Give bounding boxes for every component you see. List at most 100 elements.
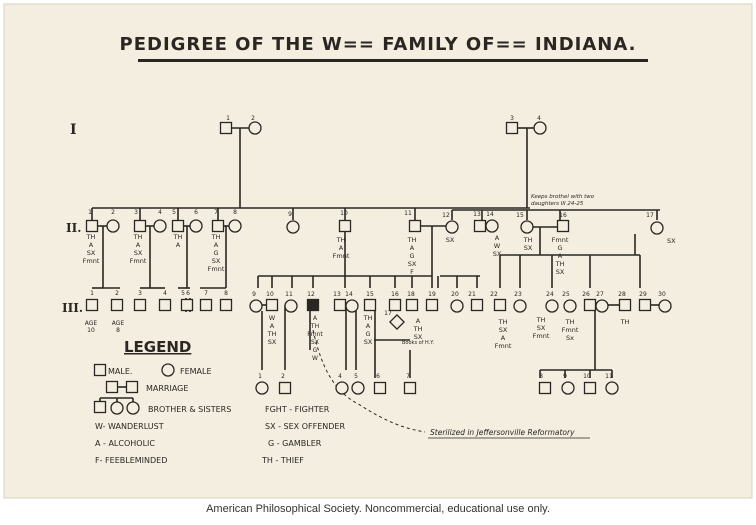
female-symbol	[106, 219, 120, 233]
person-number: 13	[473, 211, 481, 218]
chart-title: PEDIGREE OF THE W== FAMILY OF== INDIANA.	[119, 34, 637, 55]
male-symbol	[110, 298, 124, 312]
legend-code: FGHT - FIGHTER	[265, 405, 330, 414]
trait-label: Fmnt	[307, 331, 323, 338]
male-symbol	[373, 381, 387, 395]
trait-label: Fmnt	[130, 257, 147, 265]
male-symbol	[199, 298, 213, 312]
person-number: 13	[333, 291, 341, 298]
person-number: 30	[658, 291, 666, 298]
trait-label: A	[89, 241, 94, 249]
person-number: 4	[163, 290, 167, 297]
female-symbol	[513, 299, 527, 313]
person-number: 7	[214, 209, 218, 216]
trait-label: Fmnt	[533, 332, 550, 340]
trait-label: G	[313, 347, 318, 354]
trait-label: TH	[407, 236, 417, 244]
annotation: daughters III 24-25	[531, 201, 584, 207]
person-number: 12	[442, 212, 450, 219]
person-number: 3	[138, 290, 142, 297]
person-number: 24	[546, 291, 554, 298]
annotation: Sterilized in Jeffersonville Reformatory	[430, 428, 575, 437]
person-number: 6	[194, 209, 198, 216]
trait-label: F	[410, 268, 414, 276]
trait-label: TH	[86, 233, 96, 241]
male-symbol	[408, 219, 422, 233]
male-symbol	[403, 381, 417, 395]
generation-label: III.	[62, 301, 83, 315]
female-symbol	[650, 221, 664, 235]
female-symbol	[658, 299, 672, 313]
female-symbol	[595, 299, 609, 313]
legend-item: MALE.	[108, 367, 132, 376]
female-symbol	[485, 219, 499, 233]
female-symbol	[110, 401, 124, 415]
person-number: 23	[514, 291, 522, 298]
person-number: 2	[111, 209, 115, 216]
male-symbol	[473, 219, 487, 233]
male-symbol	[638, 298, 652, 312]
female-symbol	[286, 220, 300, 234]
person-number: 14	[486, 211, 494, 218]
male-symbol	[556, 219, 570, 233]
trait-label: Fmnt	[495, 342, 512, 350]
person-number: 12	[307, 291, 315, 298]
person-number: 14	[345, 291, 353, 298]
credit-line: American Philosophical Society. Noncomme…	[206, 503, 550, 515]
trait-label: SX	[537, 324, 546, 332]
male-symbol	[425, 298, 439, 312]
person-number: 3	[510, 115, 514, 122]
female-symbol	[161, 363, 175, 377]
trait-label: TH	[565, 318, 575, 326]
person-number: 17	[646, 212, 654, 219]
trait-label: A	[416, 317, 421, 325]
female-symbol	[126, 401, 140, 415]
trait-label: TH	[363, 314, 373, 322]
person-number: 19	[428, 291, 436, 298]
trait-label: TH	[536, 316, 546, 324]
person-number: 29	[639, 291, 647, 298]
trait-label: TH	[620, 318, 630, 326]
person-number: 6	[376, 373, 380, 380]
male-symbol	[105, 380, 119, 394]
person-number: 4	[338, 373, 342, 380]
male-symbol	[265, 298, 279, 312]
annotation: AGE	[112, 320, 125, 327]
person-number: 8	[224, 290, 228, 297]
person-number: 6	[186, 290, 190, 297]
trait-label: SX	[667, 237, 676, 245]
trait-label: G	[213, 249, 218, 257]
trait-label: SX	[493, 250, 502, 258]
trait-label: Fmnt	[83, 257, 100, 265]
annotation: Keeps brothel with two	[531, 194, 595, 200]
male-symbol-filled	[306, 298, 320, 312]
trait-label: Fmnt	[333, 252, 350, 260]
trait-label: SX	[414, 333, 423, 341]
trait-label: TH	[310, 323, 319, 330]
trait-label: A	[558, 252, 563, 260]
male-symbol	[583, 381, 597, 395]
person-number: 2	[251, 115, 255, 122]
person-number: 25	[562, 291, 570, 298]
person-number: 10	[583, 373, 591, 380]
female-symbol	[345, 299, 359, 313]
trait-label: TH	[336, 236, 346, 244]
trait-label: W	[312, 355, 318, 362]
person-number: 1	[258, 373, 262, 380]
male-symbol	[180, 298, 194, 312]
female-symbol	[255, 381, 269, 395]
male-symbol	[85, 219, 99, 233]
person-number: 1	[226, 115, 230, 122]
paper-background	[3, 3, 753, 499]
person-number: 28	[618, 291, 626, 298]
title-underline	[138, 59, 648, 62]
trait-label: SX	[311, 339, 319, 346]
male-symbol	[618, 298, 632, 312]
male-symbol	[363, 298, 377, 312]
female-symbol	[561, 381, 575, 395]
person-number: 1	[88, 209, 92, 216]
trait-label: A	[270, 322, 275, 330]
trait-label: TH	[173, 233, 183, 241]
legend-title: LEGEND	[124, 338, 191, 356]
legend-item: BROTHER & SISTERS	[148, 405, 231, 414]
